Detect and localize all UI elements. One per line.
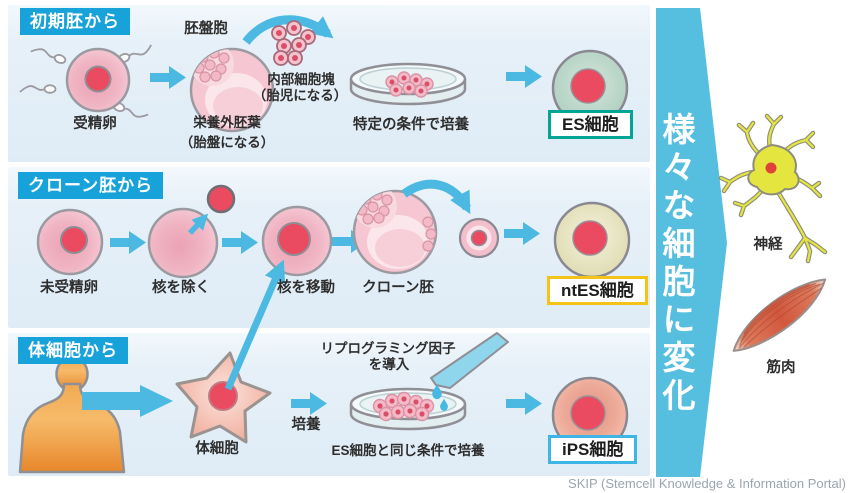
fertilized-egg-label: 受精卵 xyxy=(73,116,117,132)
specific-culture-label: 特定の条件で培養 xyxy=(353,117,469,133)
arrow-right-icon xyxy=(504,222,540,245)
inner-cell-mass-label-line2: （胎児になる） xyxy=(252,88,348,103)
arrow-right-icon xyxy=(506,392,542,415)
muscle-illustration xyxy=(732,278,827,352)
curved-arrow-icon xyxy=(401,179,471,215)
band-arrow-shape xyxy=(656,8,727,477)
unfertilized-egg-label: 未受精卵 xyxy=(40,280,98,296)
somatic-cell-illustration xyxy=(175,351,272,444)
nucleus-transferred-egg-illustration xyxy=(261,205,333,277)
es-cell-label-box: ES細胞 xyxy=(548,110,633,139)
human-body-illustration xyxy=(18,355,126,474)
arrow-right-icon xyxy=(150,66,186,89)
cloned-embryo-label: クローン胚 xyxy=(362,280,434,296)
culture-label: 培養 xyxy=(291,417,321,433)
inner-cell-mass-cluster xyxy=(271,20,316,66)
petri-dish-illustration xyxy=(349,62,467,106)
somatic-cell-label: 体細胞 xyxy=(195,441,239,457)
cloned-embryo-illustration xyxy=(352,189,438,275)
neuron-illustration xyxy=(718,113,828,264)
blastocyst-label: 胚盤胞 xyxy=(184,21,228,37)
row3-tag: 体細胞から xyxy=(18,337,128,364)
reprogramming-factor-label-line1: リプログラミング因子 xyxy=(320,341,456,356)
band-text: 様々な細胞に変化 xyxy=(658,112,695,416)
row1-tag: 初期胚から xyxy=(20,8,130,35)
enucleated-egg-illustration xyxy=(147,184,236,279)
trophectoderm-label-line1: 栄養外胚葉 xyxy=(193,115,261,130)
fertilized-egg-illustration xyxy=(19,43,155,122)
muscle-label: 筋肉 xyxy=(766,360,796,376)
row2-tag: クローン胚から xyxy=(18,172,164,199)
unfertilized-egg-illustration xyxy=(36,208,104,276)
same-condition-culture-label: ES細胞と同じ条件で培養 xyxy=(331,443,485,458)
ntes-cell-label-box: ntES細胞 xyxy=(547,276,648,305)
remove-nucleus-label: 核を除く xyxy=(152,280,210,296)
petri-dish-reprogram-illustration xyxy=(349,387,467,431)
nerve-label: 神経 xyxy=(753,237,783,253)
ips-cell-illustration xyxy=(551,376,629,454)
credit-text: SKIP (Stemcell Knowledge & Information P… xyxy=(568,476,846,491)
pipette-icon xyxy=(430,332,509,411)
arrow-right-icon xyxy=(222,231,258,254)
reprogramming-factor-label-line2: を導入 xyxy=(368,357,410,372)
reconstructed-cell-illustration xyxy=(458,217,500,259)
trophectoderm-label-line2: （胎盤になる） xyxy=(179,135,275,150)
arrow-right-icon xyxy=(506,65,542,88)
move-nucleus-label: 核を移動 xyxy=(277,280,335,296)
arrow-right-icon xyxy=(110,231,146,254)
arrow-right-icon xyxy=(291,392,327,415)
curved-arrow-icon xyxy=(242,15,334,45)
nucleus-transfer-arrow-icon xyxy=(224,259,286,391)
arrow-right-icon xyxy=(82,385,173,417)
inner-cell-mass-label-line1: 内部細胞塊 xyxy=(267,72,335,87)
ips-cell-label-box: iPS細胞 xyxy=(548,435,638,464)
ntes-cell-illustration xyxy=(553,201,631,279)
